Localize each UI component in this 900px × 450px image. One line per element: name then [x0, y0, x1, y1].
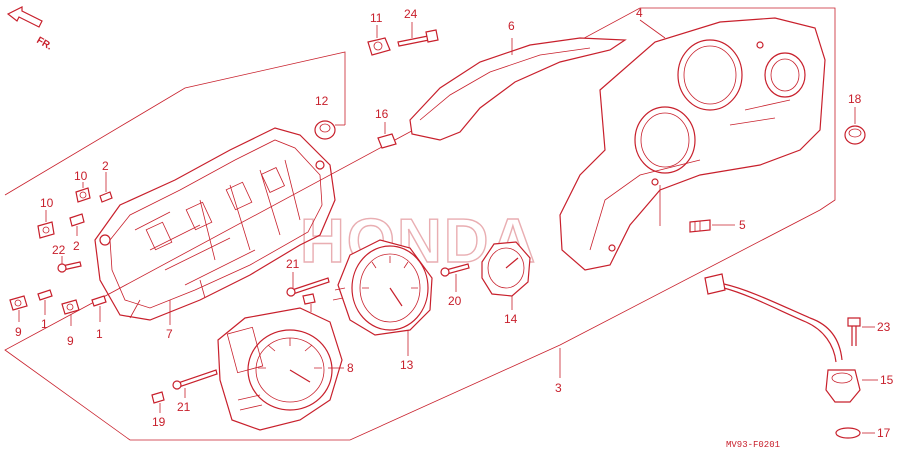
bulb-socket-part-9-a: [9, 295, 28, 311]
callout-14: 14: [504, 312, 518, 326]
callout-2-b: 2: [73, 239, 80, 253]
bulb-part-1-a: [37, 289, 53, 301]
speedometer-part-13: [332, 239, 433, 336]
callout-9-a: 9: [15, 325, 22, 339]
o-ring-part-17: [835, 427, 861, 439]
bulb-part-1-b: [91, 295, 107, 307]
gauge-part-14: [481, 241, 531, 297]
screw-part-16: [377, 133, 397, 149]
meter-cover-part-6: [409, 37, 627, 141]
instrument-case-part-7: [94, 127, 336, 321]
callout-21-b: 21: [177, 400, 191, 414]
screw-part-5: [689, 219, 711, 233]
washer-part-19-b: [151, 391, 165, 404]
callout-18: 18: [848, 92, 862, 106]
callout-3: 3: [555, 381, 562, 395]
screw-part-22: [57, 261, 82, 273]
collar-part-12: [314, 120, 336, 140]
nut-part-11: [367, 37, 391, 56]
screw-part-21-b: [172, 369, 218, 390]
speed-sensor-harness: [704, 273, 843, 363]
screw-part-20: [440, 263, 470, 277]
callout-20: 20: [448, 294, 462, 308]
callout-22: 22: [52, 243, 66, 257]
bulb-socket-part-10-b: [37, 221, 55, 239]
callout-6: 6: [508, 19, 515, 33]
meter-panel-part-4: [559, 17, 826, 271]
callout-13: 13: [400, 358, 414, 372]
front-direction-arrow-icon: FR.: [6, 6, 55, 53]
callout-2-a: 2: [102, 159, 109, 173]
front-direction-label: FR.: [35, 35, 55, 53]
diagram-code: MV93-F0201: [726, 440, 780, 450]
callout-8: 8: [347, 361, 354, 375]
bulb-socket-part-10-a: [75, 187, 91, 203]
tachometer-part-8: [217, 307, 343, 431]
callout-23: 23: [877, 320, 891, 334]
callout-17: 17: [877, 426, 891, 440]
callout-1-b: 1: [96, 327, 103, 341]
bolt-part-23: [847, 317, 861, 346]
callout-21-a: 21: [286, 257, 300, 271]
callout-7: 7: [166, 327, 173, 341]
callout-4: 4: [636, 6, 643, 20]
bolt-part-24: [397, 29, 439, 47]
assembly-boundary: [4, 7, 836, 441]
callout-9-b: 9: [67, 334, 74, 348]
speed-sensor-part-15: [825, 369, 861, 403]
bulb-part-2-b: [69, 213, 85, 227]
callout-10-a: 10: [74, 169, 88, 183]
washer-part-19-a: [302, 293, 316, 305]
callout-15: 15: [880, 373, 894, 387]
callout-1-a: 1: [41, 317, 48, 331]
callout-10-b: 10: [40, 196, 54, 210]
callout-19-b: 19: [152, 415, 166, 429]
callout-24: 24: [404, 7, 418, 21]
callout-16: 16: [375, 107, 389, 121]
grommet-part-18: [844, 125, 866, 145]
bulb-socket-part-9-b: [61, 299, 80, 315]
callout-5: 5: [739, 218, 746, 232]
screw-part-21-a: [286, 277, 330, 297]
bulb-part-2-a: [99, 191, 113, 203]
callout-11: 11: [370, 11, 383, 25]
callout-12: 12: [315, 94, 329, 108]
